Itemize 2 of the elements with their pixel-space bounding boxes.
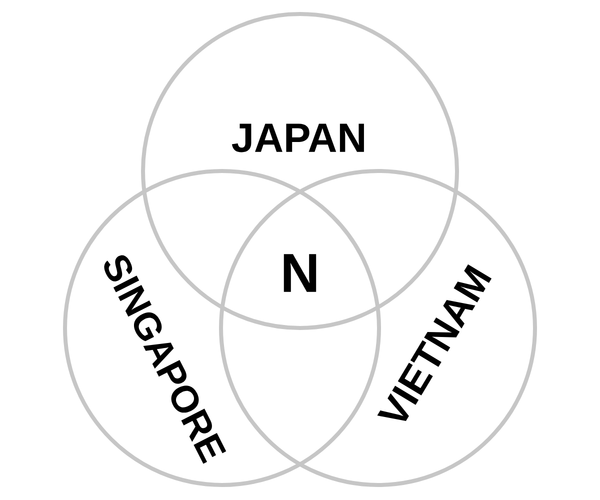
set-label: JAPAN	[232, 124, 364, 152]
region-label: N	[284, 254, 316, 292]
